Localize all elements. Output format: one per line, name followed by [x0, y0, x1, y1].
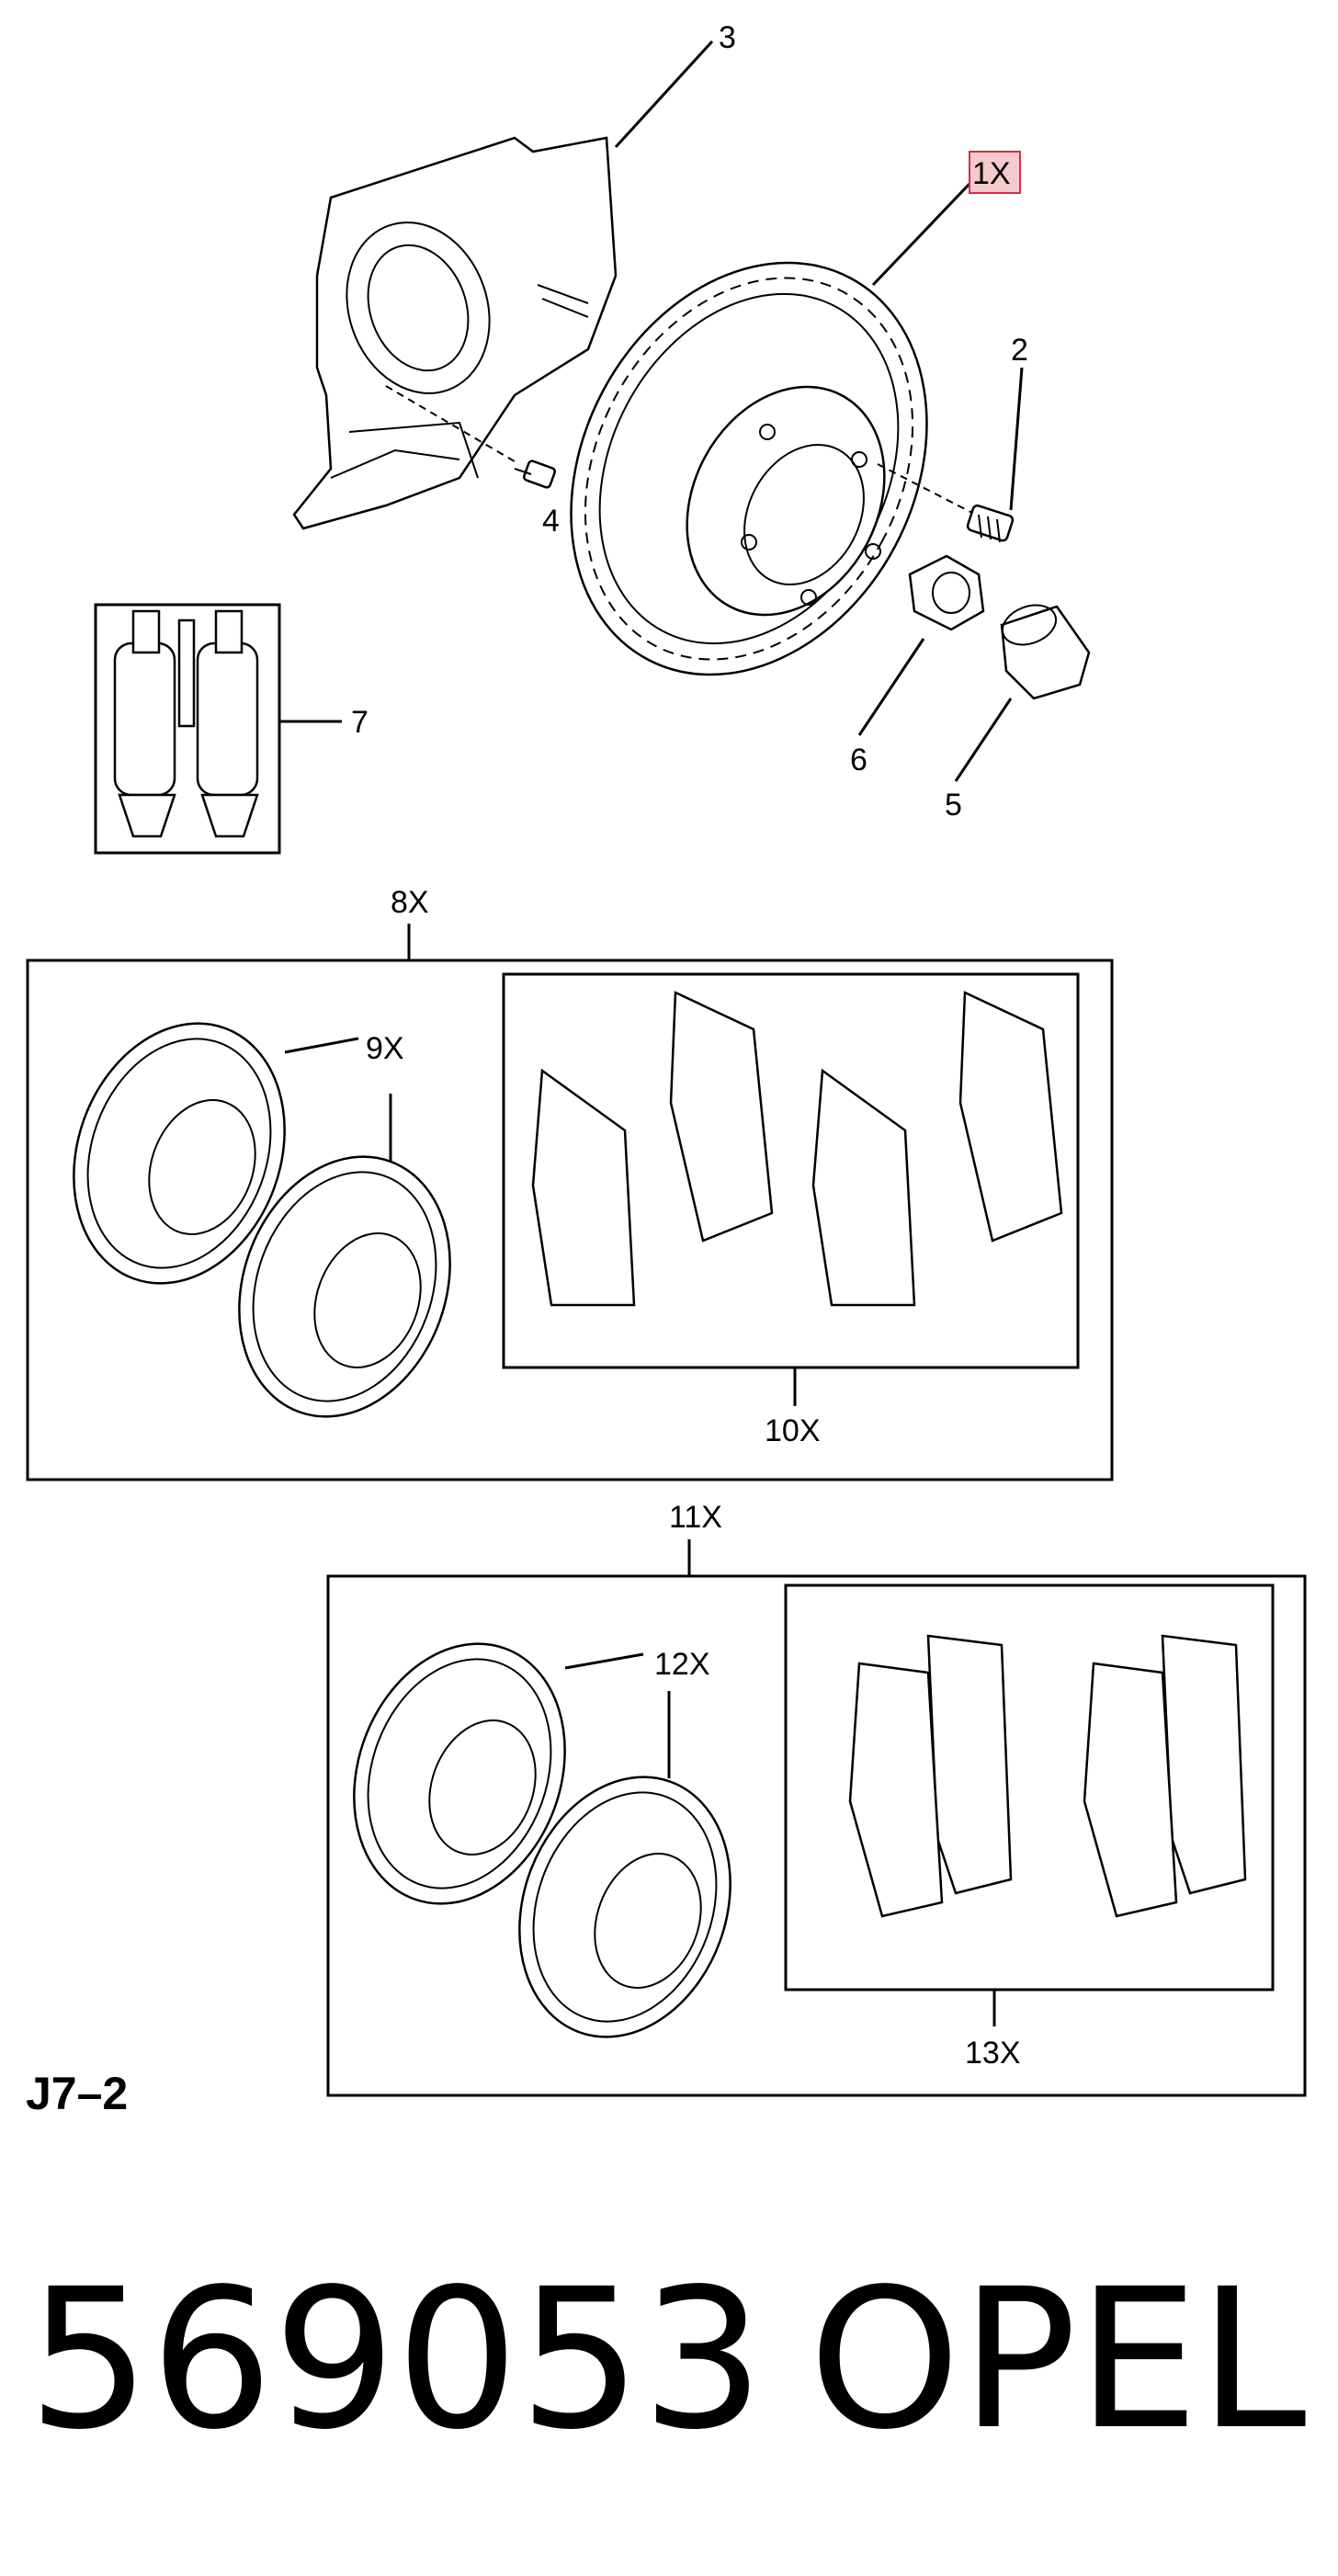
cap-part-5: [1000, 604, 1091, 700]
callout-8: 8X: [391, 885, 429, 920]
leader-line-5: [954, 698, 1013, 782]
group-code: J7–2: [26, 2068, 128, 2119]
pad-set-box-10: [502, 972, 1080, 1369]
callout-1: 1X: [972, 156, 1011, 191]
guide-pin-kit-part: [113, 609, 259, 838]
bolt-part-2: [966, 504, 1015, 543]
brake-disc-pair-9: [73, 1022, 451, 1418]
kit-box-8: [26, 959, 1114, 1481]
callout-1-highlight: [969, 151, 1021, 194]
screw-part-4: [514, 460, 556, 489]
nut-part-6: [908, 554, 985, 631]
callout-9: 9X: [366, 1031, 404, 1066]
callout-3: 3: [719, 20, 736, 55]
leader-line-3: [614, 40, 714, 149]
brake-disc-part: [570, 261, 928, 676]
callout-7: 7: [351, 705, 369, 740]
leader-line-4: [385, 385, 520, 465]
brand-name: OPEL: [809, 2247, 1307, 2472]
callout-13: 13X: [965, 2036, 1021, 2071]
brake-shield-part: [292, 136, 618, 530]
callout-4: 4: [542, 504, 560, 539]
leader-line-2: [1009, 367, 1024, 511]
leader-line-6: [857, 638, 925, 736]
kit-box-11: [326, 1574, 1307, 2097]
leader-line-9a: [284, 1037, 359, 1054]
leader-line-12a: [564, 1652, 644, 1670]
callout-5: 5: [945, 788, 962, 823]
part-number: 569053: [28, 2247, 765, 2472]
callout-12: 12X: [654, 1647, 710, 1682]
callout-10: 10X: [765, 1413, 821, 1448]
leader-line-1: [871, 182, 971, 287]
callout-11: 11X: [669, 1500, 722, 1535]
callout-6: 6: [850, 743, 867, 777]
brake-disc-pair-12: [353, 1642, 731, 2038]
brake-pad-set-10: [531, 991, 1063, 1307]
pad-set-box-13: [784, 1583, 1275, 1992]
leader-line-2-dashed: [877, 463, 973, 514]
brake-pad-set-13: [848, 1634, 1247, 1918]
callout-2: 2: [1011, 333, 1028, 368]
guide-pin-kit-box: [94, 603, 281, 855]
